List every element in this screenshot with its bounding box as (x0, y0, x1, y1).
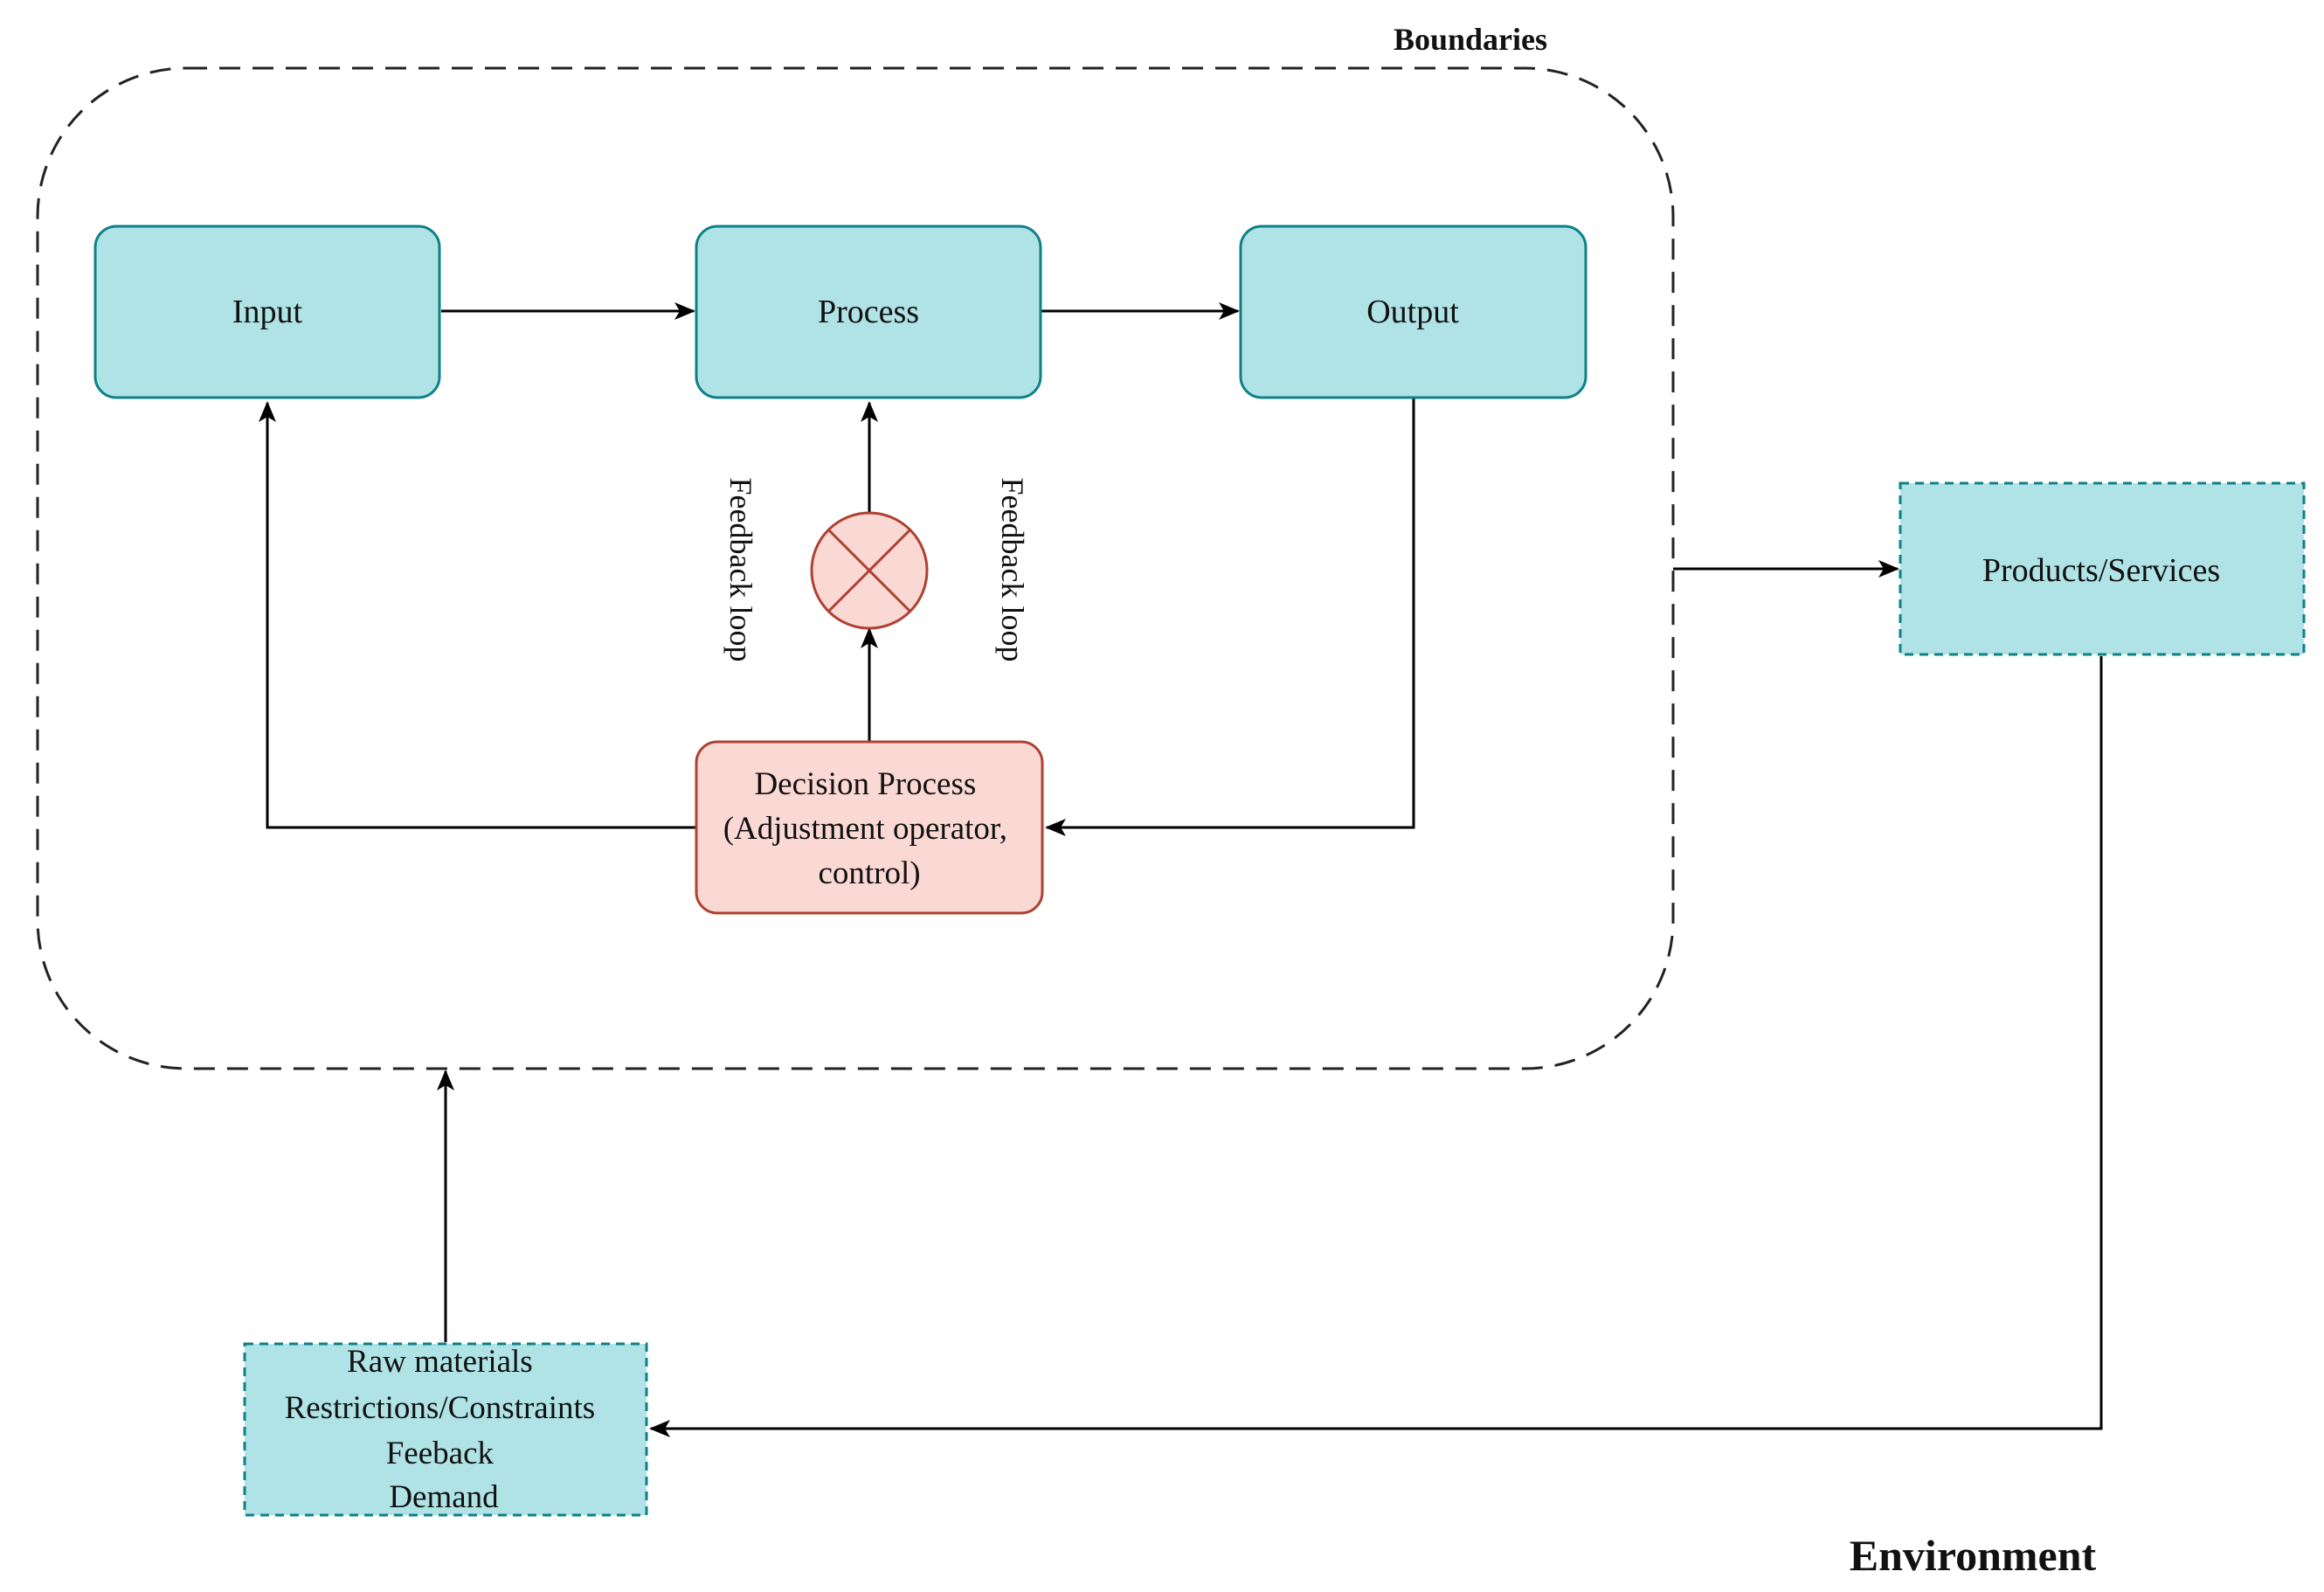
decision-line-2: (Adjustment operator, (723, 811, 1007, 847)
resources-line-3: Feeback (386, 1436, 495, 1471)
output-label: Output (1366, 294, 1459, 330)
resources-node: Raw materials Restrictions/Constraints F… (243, 1342, 648, 1517)
svg-text:Decision Process (Adjust: Decision Process (Adjustment operator, c… (723, 766, 1016, 891)
system-boundary (36, 66, 1675, 1070)
feedback-loop-label-right: Feedback loop (995, 478, 1030, 662)
arrow-products-to-resources (649, 656, 2103, 1437)
connectors (259, 302, 2103, 1437)
input-label: Input (232, 294, 303, 330)
arrow-decision-to-input (259, 401, 696, 829)
circle-x-icon (810, 511, 929, 630)
feedback-loop-label-left: Feedback loop (723, 478, 758, 662)
boundary-label: Boundaries (1394, 22, 1547, 57)
decision-process-node: Decision Process (Adjustment operator, c… (695, 740, 1044, 915)
arrow-output-to-decision (1045, 398, 1415, 836)
output-node: Output (1239, 225, 1587, 399)
input-node: Input (93, 225, 441, 399)
resources-line-2: Restrictions/Constraints (285, 1390, 596, 1426)
products-services-node: Products/Services (1899, 481, 2306, 656)
svg-text:Raw materials Restrictio: Raw materials Restrictions/Constraints F… (285, 1344, 604, 1515)
decision-line-1: Decision Process (754, 766, 976, 802)
resources-line-1: Raw materials (347, 1344, 533, 1380)
process-label: Process (818, 294, 919, 330)
environment-label: Environment (1850, 1531, 2097, 1580)
products-services-label: Products/Services (1982, 552, 2220, 589)
process-node: Process (695, 225, 1042, 399)
resources-line-4: Demand (389, 1479, 499, 1515)
decision-line-3: control) (818, 855, 920, 891)
